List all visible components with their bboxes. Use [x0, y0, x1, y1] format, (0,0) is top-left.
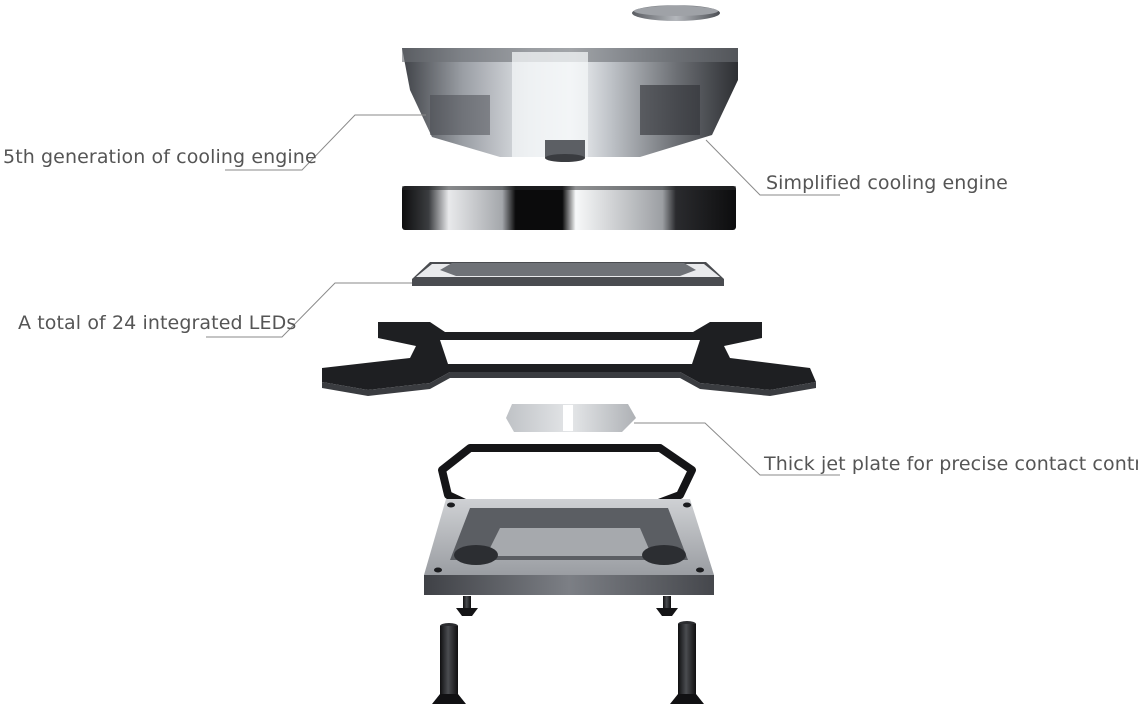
long-screw-right	[670, 621, 704, 704]
led-ring	[412, 262, 724, 286]
long-screw-left	[432, 623, 466, 704]
mounting-bracket	[322, 322, 816, 396]
jet-plate	[506, 404, 636, 432]
mirror-ring	[402, 186, 736, 230]
leader-lines	[206, 114, 840, 476]
cooling-engine-housing	[402, 48, 738, 162]
leader-line-jet-plate	[634, 422, 840, 476]
callout-jet-plate: Thick jet plate for precise contact cont…	[764, 453, 1138, 475]
callout-leds: A total of 24 integrated LEDs	[18, 312, 297, 334]
leader-line-simplified-engine	[705, 139, 840, 196]
leader-line-cooling-engine-gen	[225, 114, 426, 171]
short-screw-left	[456, 596, 478, 616]
leader-line-leds	[206, 282, 412, 338]
callout-simplified-engine: Simplified cooling engine	[766, 172, 1008, 194]
cold-plate-base	[424, 499, 714, 595]
callout-cooling-engine-gen: 5th generation of cooling engine	[3, 146, 317, 168]
short-screw-right	[656, 596, 678, 616]
top-cap-disc	[632, 5, 720, 21]
